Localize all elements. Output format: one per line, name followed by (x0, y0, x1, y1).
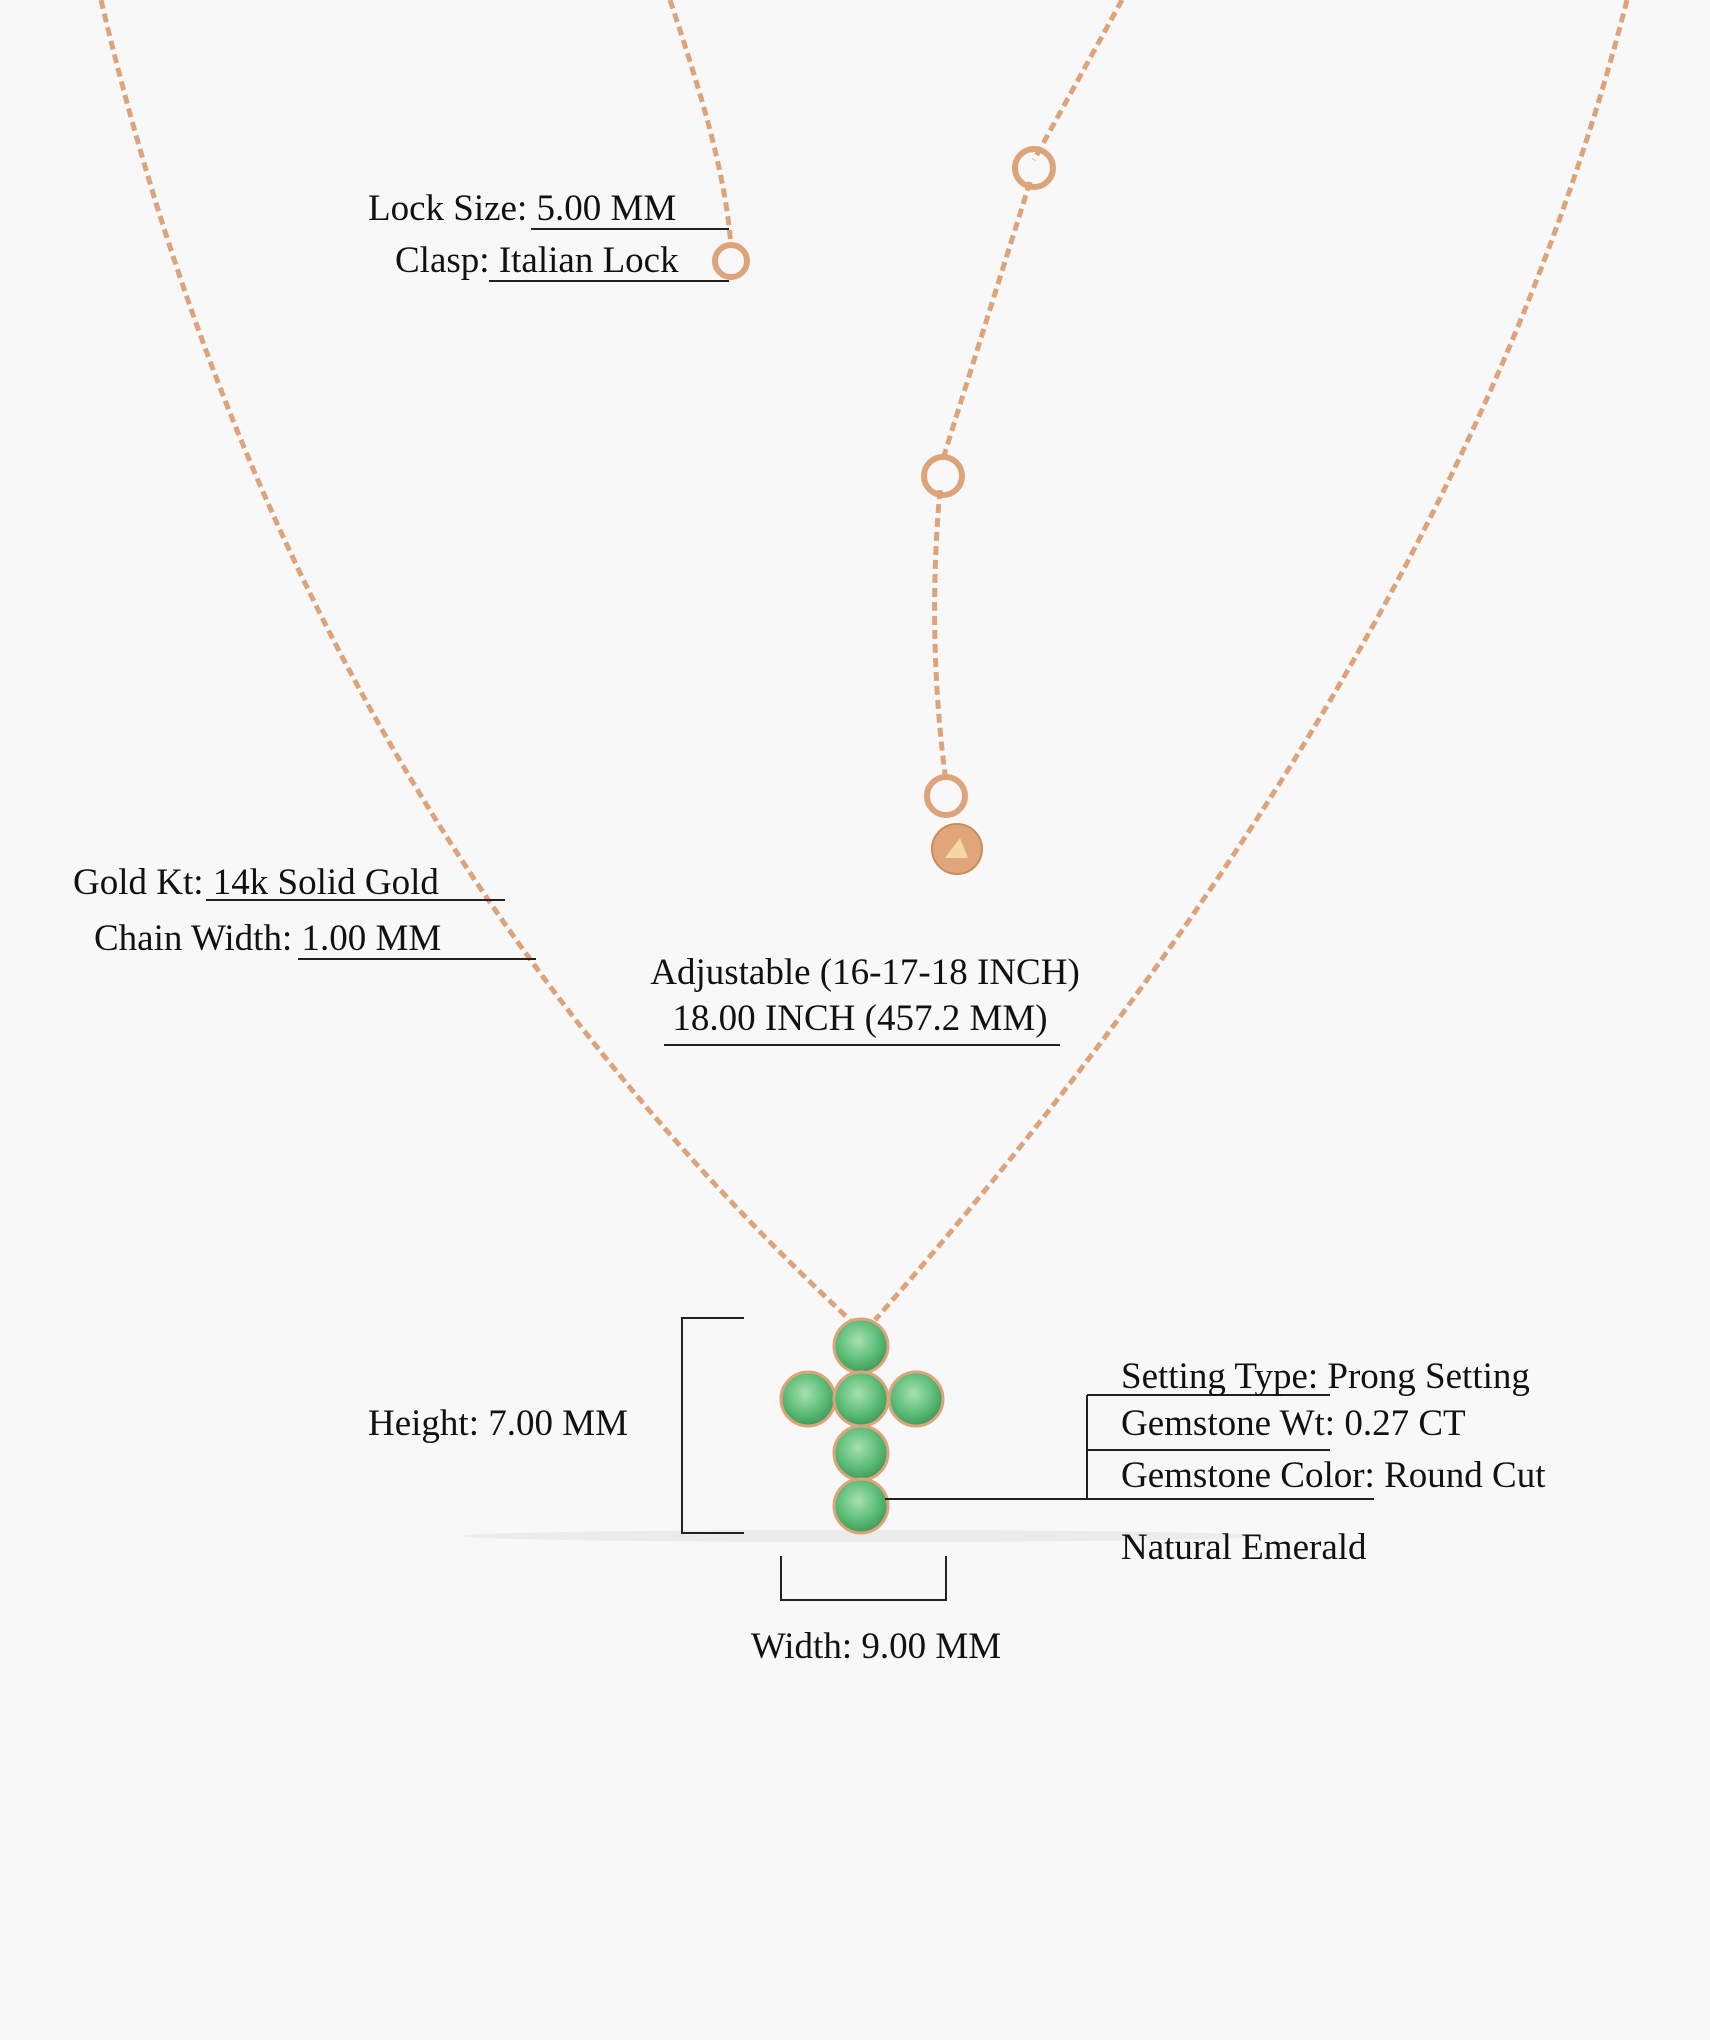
gemstone-wt-value: 0.27 CT (1344, 1403, 1466, 1444)
width-value: 9.00 MM (861, 1626, 1002, 1667)
gemstone-wt-spec: Gemstone Wt: 0.27 CT (1121, 1405, 1466, 1442)
upper-chain (667, 0, 734, 247)
setting-type-spec: Setting Type: Prong Setting (1121, 1358, 1530, 1395)
chain (98, 0, 1630, 1322)
height-spec: Height: 7.00 MM (368, 1405, 628, 1442)
clasp-value: Italian Lock (498, 240, 679, 281)
height-bracket (681, 1317, 744, 1534)
gemstone-color-spec: Gemstone Color: Round Cut (1121, 1457, 1545, 1494)
dimension-lines (206, 228, 1374, 1601)
left-chain (98, 0, 852, 1322)
extension-ring-icon (921, 454, 965, 498)
width-label: Width: (750, 1626, 853, 1667)
gold-kt-label: Gold Kt: (73, 862, 204, 903)
lock-size-spec: Lock Size: 5.00 MM (368, 190, 676, 227)
lock-size-value: 5.00 MM (536, 188, 677, 229)
width-bracket (780, 1556, 947, 1601)
gemstone-color-label: Gemstone Color: (1121, 1455, 1375, 1496)
cross-pendant (779, 1317, 945, 1535)
chain-width-value: 1.00 MM (301, 918, 442, 959)
lock-size-label: Lock Size: (368, 188, 528, 229)
gemstone-wt-label: Gemstone Wt: (1121, 1403, 1336, 1444)
gold-kt-value: 14k Solid Gold (212, 862, 439, 903)
height-value: 7.00 MM (488, 1403, 629, 1444)
width-spec: Width: 9.00 MM (751, 1628, 1001, 1665)
right-chain (873, 0, 1630, 1322)
gemstone-color-value: Round Cut (1384, 1455, 1546, 1496)
extension-ring-icon (1012, 146, 1056, 190)
clasp-ring-icon (712, 242, 750, 280)
extension-ring-icon (924, 774, 968, 818)
extension-chain (932, 0, 1125, 783)
height-label: Height: (368, 1403, 479, 1444)
clasp-label: Clasp: (395, 240, 490, 281)
length-adjustable: Adjustable (16-17-18 INCH) (650, 952, 1080, 993)
setting-type-label: Setting Type: (1121, 1356, 1319, 1397)
gold-kt-spec: Gold Kt: 14k Solid Gold (73, 864, 439, 901)
chain-width-label: Chain Width: (94, 918, 293, 959)
setting-type-value: Prong Setting (1327, 1356, 1530, 1397)
clasp-spec: Clasp: Italian Lock (395, 242, 679, 279)
chain-width-spec: Chain Width: 1.00 MM (94, 920, 441, 957)
gemstone-type: Natural Emerald (1121, 1527, 1367, 1568)
length-value: 18.00 INCH (457.2 MM) (672, 998, 1048, 1039)
